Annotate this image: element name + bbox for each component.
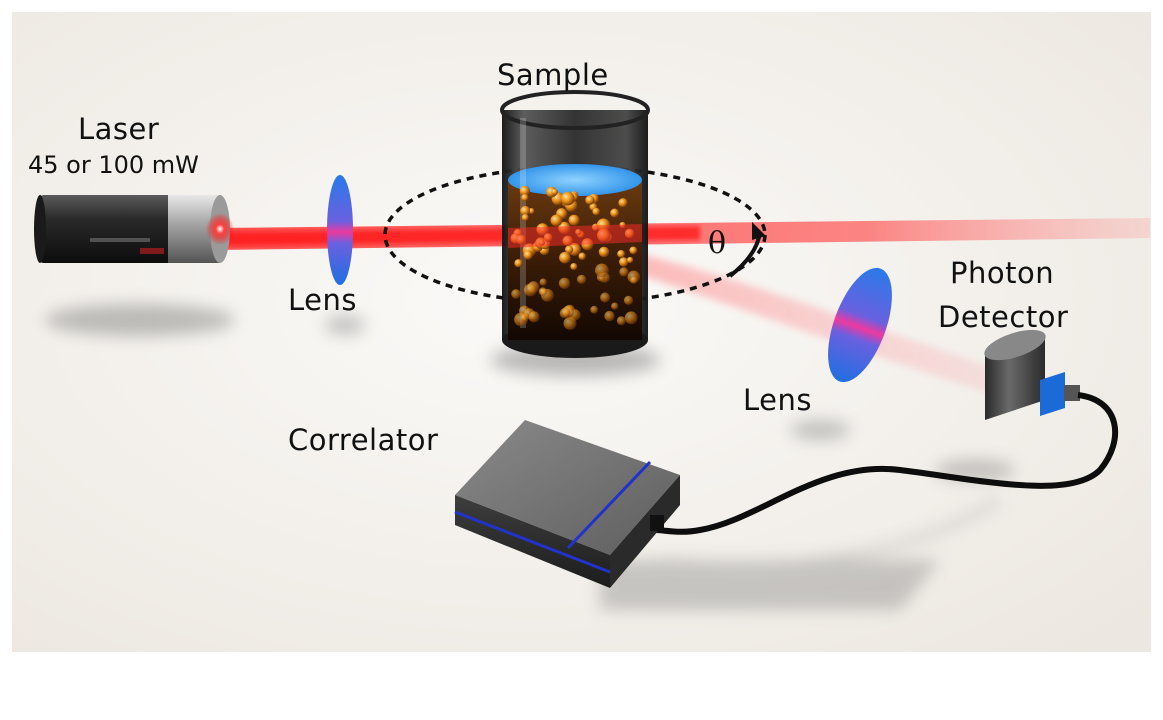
sample-particle — [551, 188, 558, 196]
sample-particle — [511, 289, 521, 299]
sample-particle — [578, 252, 586, 260]
sample-particle — [521, 193, 529, 202]
sample-particle — [592, 207, 600, 216]
sample-particle — [559, 307, 571, 319]
photon-detector — [984, 329, 1080, 420]
sample-particle — [539, 278, 547, 286]
sample-cuvette — [500, 90, 650, 358]
sample-particle — [585, 195, 595, 205]
sample-particle — [590, 305, 599, 314]
sample-particle — [563, 316, 577, 330]
sample-particle — [520, 205, 531, 216]
sample-particle — [624, 311, 638, 325]
sample-particle — [604, 310, 615, 322]
sample-particle — [519, 185, 530, 196]
sample-particle — [617, 250, 625, 258]
sample-particle — [523, 283, 537, 297]
laser-power-label: 45 or 100 mW — [28, 151, 199, 179]
laser-label: Laser — [78, 112, 160, 146]
sample-particle — [523, 250, 533, 260]
sample-particle — [600, 292, 611, 303]
theta-symbol: θ — [708, 226, 727, 261]
sample-particle — [610, 208, 619, 218]
sample-particle — [560, 191, 575, 206]
photon-label: Photon — [950, 256, 1055, 290]
sample-particle — [538, 287, 548, 296]
signal-cable — [654, 392, 1119, 535]
correlator-device — [454, 420, 680, 588]
sample-particle — [577, 274, 587, 284]
sample-particle — [570, 263, 578, 270]
laser-device — [34, 195, 234, 263]
sample-particle — [619, 267, 629, 277]
sample-particle — [559, 251, 571, 264]
sample-particle — [514, 259, 523, 268]
sample-particle — [616, 316, 626, 326]
sample-particle — [521, 214, 529, 221]
sample-particle — [598, 246, 610, 258]
lens-right-shape — [828, 267, 892, 383]
sample-particle — [627, 256, 634, 264]
sample-particle — [558, 277, 571, 289]
detector-label: Detector — [938, 300, 1069, 334]
lens-right-label: Lens — [743, 383, 812, 417]
sample-particle — [568, 214, 580, 226]
sample-particle — [611, 302, 619, 310]
sample-particle — [565, 245, 574, 254]
sample-particle — [595, 263, 609, 278]
correlator-label: Correlator — [288, 423, 439, 457]
lens-left-shape — [327, 175, 353, 285]
sample-particle — [550, 214, 563, 227]
sample-particle — [618, 198, 628, 208]
sample-particle — [629, 246, 638, 255]
sample-label: Sample — [497, 58, 609, 92]
sample-particle — [630, 276, 638, 284]
sample-particle — [528, 311, 540, 323]
sample-particle — [623, 295, 634, 305]
sample-particle — [619, 257, 629, 267]
lens-left-label: Lens — [288, 283, 357, 317]
scattered-beam — [600, 245, 1000, 395]
